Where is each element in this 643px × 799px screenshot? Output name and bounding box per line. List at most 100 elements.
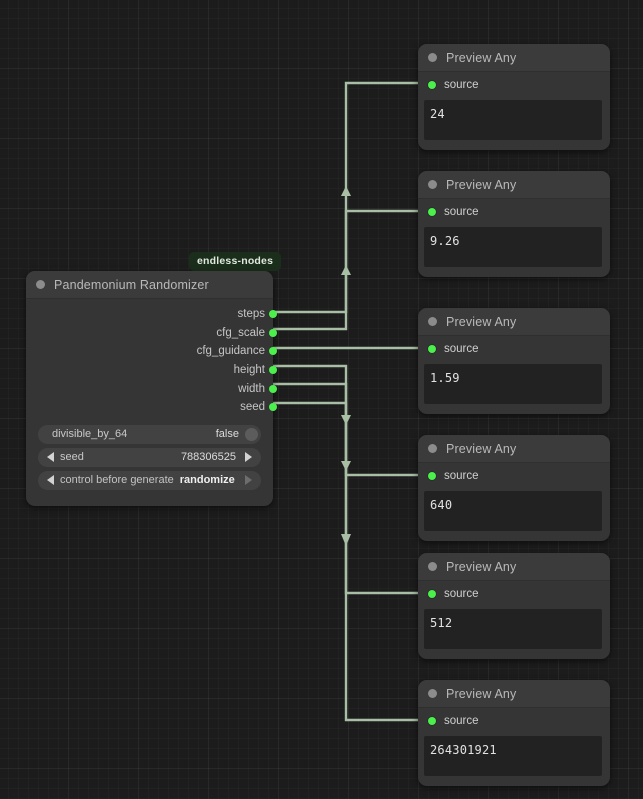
preview-value-text: 1.59 <box>430 371 460 385</box>
node-body: source 1.59 <box>418 336 610 414</box>
input-slot-label: source <box>444 588 479 600</box>
output-slot-height[interactable]: height <box>26 361 277 380</box>
link-steps <box>268 81 422 314</box>
input-dot-icon[interactable] <box>428 208 436 216</box>
input-slot-source[interactable]: source <box>418 336 610 362</box>
preview-value-box: 512 <box>424 609 602 649</box>
node-title: Pandemonium Randomizer <box>54 277 209 292</box>
output-dot-icon[interactable] <box>269 347 277 356</box>
node-title: Preview Any <box>446 177 517 192</box>
output-slot-cfg-scale[interactable]: cfg_scale <box>26 324 277 343</box>
widget-divisible-by-64[interactable]: divisible_by_64 false <box>38 424 261 444</box>
arrow-down-3 <box>341 534 351 546</box>
output-slot-label: cfg_scale <box>216 326 265 339</box>
node-body: source 640 <box>418 463 610 541</box>
widgets-group: divisible_by_64 false seed 788306525 con… <box>26 424 273 490</box>
node-title: Preview Any <box>446 686 517 701</box>
node-header[interactable]: Preview Any <box>418 308 610 336</box>
node-preview-any-5[interactable]: Preview Any source 512 <box>418 553 610 659</box>
node-header[interactable]: Pandemonium Randomizer <box>26 271 273 299</box>
input-dot-icon[interactable] <box>428 81 436 89</box>
collapse-dot-icon[interactable] <box>428 317 437 326</box>
preview-value-box: 1.59 <box>424 364 602 404</box>
output-slot-label: height <box>233 364 265 377</box>
decrement-arrow-icon[interactable] <box>47 452 54 463</box>
preview-value-text: 24 <box>430 107 445 121</box>
widget-value: false <box>215 428 239 441</box>
output-slot-cfg-guidance[interactable]: cfg_guidance <box>26 342 277 361</box>
node-header[interactable]: Preview Any <box>418 435 610 463</box>
output-dot-icon[interactable] <box>269 310 277 319</box>
node-preview-any-1[interactable]: Preview Any source 24 <box>418 44 610 150</box>
collapse-dot-icon[interactable] <box>428 689 437 698</box>
node-header[interactable]: Preview Any <box>418 171 610 199</box>
output-dot-icon[interactable] <box>269 384 277 393</box>
toggle-knob-icon[interactable] <box>245 427 258 441</box>
collapse-dot-icon[interactable] <box>36 280 45 289</box>
widget-control-before-generate[interactable]: control before generate randomize <box>38 470 261 490</box>
input-dot-icon[interactable] <box>428 472 436 480</box>
output-slot-label: cfg_guidance <box>196 345 265 358</box>
arrow-up-1 <box>341 186 351 196</box>
preview-value-text: 264301921 <box>430 743 497 757</box>
output-dot-icon[interactable] <box>269 366 277 375</box>
input-slot-label: source <box>444 715 479 727</box>
next-option-arrow-icon[interactable] <box>245 475 252 486</box>
arrow-down-1 <box>341 415 351 425</box>
output-dot-icon[interactable] <box>269 403 277 412</box>
input-slot-label: source <box>444 79 479 91</box>
preview-value-box: 24 <box>424 100 602 140</box>
preview-value-text: 9.26 <box>430 234 460 248</box>
node-header[interactable]: Preview Any <box>418 680 610 708</box>
output-slot-label: steps <box>237 308 266 321</box>
increment-arrow-icon[interactable] <box>245 452 252 463</box>
node-title: Preview Any <box>446 559 517 574</box>
node-preview-any-6[interactable]: Preview Any source 264301921 <box>418 680 610 786</box>
input-slot-source[interactable]: source <box>418 72 610 98</box>
input-slot-label: source <box>444 343 479 355</box>
link-width <box>268 382 422 595</box>
widget-seed[interactable]: seed 788306525 <box>38 447 261 467</box>
collapse-dot-icon[interactable] <box>428 562 437 571</box>
node-preview-any-4[interactable]: Preview Any source 640 <box>418 435 610 541</box>
input-slot-source[interactable]: source <box>418 463 610 489</box>
output-slot-seed[interactable]: seed <box>26 398 277 417</box>
node-header[interactable]: Preview Any <box>418 553 610 581</box>
node-body: source 9.26 <box>418 199 610 277</box>
preview-value-text: 640 <box>430 498 453 512</box>
collapse-dot-icon[interactable] <box>428 53 437 62</box>
previous-option-arrow-icon[interactable] <box>47 475 54 486</box>
collapse-dot-icon[interactable] <box>428 180 437 189</box>
input-slot-source[interactable]: source <box>418 708 610 734</box>
output-dot-icon[interactable] <box>269 328 277 337</box>
input-dot-icon[interactable] <box>428 717 436 725</box>
input-slot-source[interactable]: source <box>418 199 610 225</box>
node-header[interactable]: Preview Any <box>418 44 610 72</box>
preview-value-box: 9.26 <box>424 227 602 267</box>
node-body: source 24 <box>418 72 610 150</box>
node-body: source 512 <box>418 581 610 659</box>
widget-label: control before generate <box>60 474 174 487</box>
link-cfg-scale <box>268 209 422 331</box>
output-slot-label: seed <box>240 401 265 414</box>
node-title: Preview Any <box>446 441 517 456</box>
node-pandemonium-randomizer[interactable]: Pandemonium Randomizer steps cfg_scale c… <box>26 271 277 506</box>
preview-value-box: 264301921 <box>424 736 602 776</box>
widget-value: randomize <box>179 474 235 487</box>
widget-label: divisible_by_64 <box>52 428 128 441</box>
input-dot-icon[interactable] <box>428 345 436 353</box>
output-slot-width[interactable]: width <box>26 379 277 398</box>
node-title: Preview Any <box>446 314 517 329</box>
input-dot-icon[interactable] <box>428 590 436 598</box>
node-preview-any-3[interactable]: Preview Any source 1.59 <box>418 308 610 414</box>
collapse-dot-icon[interactable] <box>428 444 437 453</box>
preview-value-text: 512 <box>430 616 453 630</box>
input-slot-source[interactable]: source <box>418 581 610 607</box>
widget-label: seed <box>60 451 84 464</box>
output-slot-steps[interactable]: steps <box>26 305 277 324</box>
preview-value-box: 640 <box>424 491 602 531</box>
node-preview-any-2[interactable]: Preview Any source 9.26 <box>418 171 610 277</box>
input-slot-label: source <box>444 206 479 218</box>
arrow-up-2 <box>341 265 351 275</box>
